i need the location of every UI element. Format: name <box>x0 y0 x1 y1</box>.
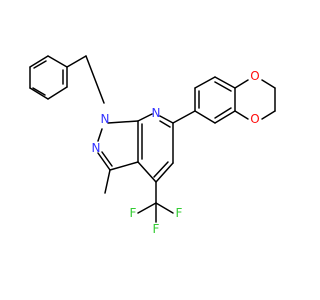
bond-bz-2 <box>194 76 216 89</box>
bond-n1-n2 <box>97 128 103 142</box>
bond-n7-c6b <box>159 120 171 128</box>
atom-label-f3: F <box>153 222 160 236</box>
bond-ph-ch2 <box>66 55 87 68</box>
bond-cf3-f1 <box>137 202 157 214</box>
atom-label-o1: O <box>250 69 259 83</box>
bond-c3-c3a <box>109 161 139 171</box>
bond-ch2-o4 <box>261 110 276 120</box>
bond-ph-5 <box>47 55 68 68</box>
atom-label-o4: O <box>250 112 259 126</box>
bond-n2-c3 <box>97 152 111 171</box>
bond-c3-methyl <box>104 169 111 194</box>
bond-c5-c4b <box>153 161 169 178</box>
atom-labels: N N N O O F F F <box>92 69 260 236</box>
bond-c4-c3a <box>137 161 157 183</box>
bond-ph-4 <box>29 55 49 68</box>
atom-label-f2: F <box>176 206 183 220</box>
bond-n1-c7a <box>107 120 139 124</box>
bond-ch2-n1 <box>85 55 105 104</box>
bond-c5-c4 <box>155 162 174 183</box>
atom-label-n2: N <box>92 141 101 155</box>
bond-c6-aryl <box>172 110 196 124</box>
bond-n7-c6 <box>159 115 174 124</box>
atom-label-n1: N <box>101 112 110 126</box>
molecule-structure: N N N O O F F F <box>29 55 276 236</box>
bond-bz-6 <box>194 110 216 124</box>
bond-ph-2b <box>32 87 46 96</box>
bond-c-o1 <box>234 79 249 89</box>
bond-bz-3b <box>214 81 232 92</box>
bond-o1-ch2 <box>261 79 276 89</box>
bond-n2-c3b <box>101 151 113 167</box>
bond-ph-2 <box>29 87 49 100</box>
bond-ph-4b <box>33 60 47 69</box>
bond-o4-c <box>234 110 249 120</box>
bond-ph-1 <box>47 86 68 100</box>
bonds <box>29 55 276 223</box>
atom-label-f1: F <box>130 206 137 220</box>
bond-bz-3 <box>214 76 236 89</box>
atom-label-n7: N <box>152 106 161 120</box>
bond-bz-5b <box>214 107 232 119</box>
bond-c7a-n7 <box>137 113 153 122</box>
bond-bz-5 <box>214 110 236 124</box>
bond-cf3-f2 <box>155 202 174 214</box>
